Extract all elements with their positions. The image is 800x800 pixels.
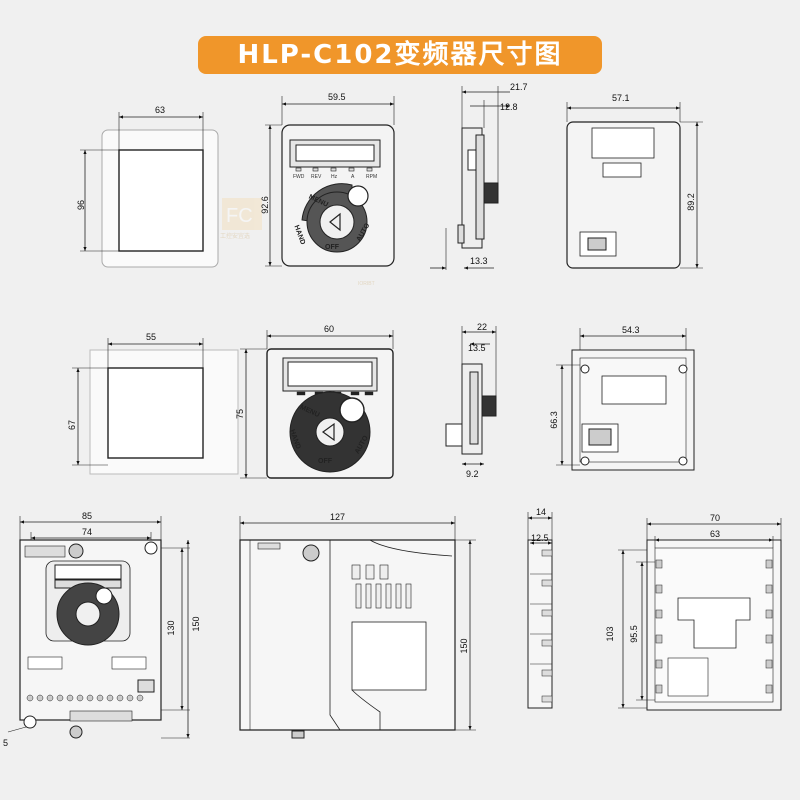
dim-label: 95.5	[629, 625, 639, 643]
svg-text:工控安宜选: 工控安宜选	[220, 232, 250, 240]
dim-label: 96	[76, 200, 86, 210]
r3-inverter-front	[7, 516, 190, 739]
dim-label: 12.5	[531, 533, 549, 543]
dim-label: 12.8	[500, 102, 518, 112]
svg-text:OFF: OFF	[318, 458, 333, 465]
dim-label: 150	[459, 638, 469, 653]
dim-label: 57.1	[612, 93, 630, 103]
dim-label: 66.3	[549, 411, 559, 429]
svg-text:OFF: OFF	[325, 244, 340, 251]
r1-keypad-side	[430, 86, 510, 270]
dim-label: 63	[710, 529, 720, 539]
r2-keypad-side	[445, 326, 497, 466]
r2-panel-cutout	[72, 338, 239, 475]
r2-keypad-back	[556, 328, 695, 471]
r1-panel-cutout	[80, 112, 219, 268]
dim-label: 21.7	[510, 82, 528, 92]
dim-label: 63	[155, 105, 165, 115]
dim-label: 150	[191, 616, 201, 631]
r3-rail-profile	[527, 512, 553, 709]
svg-text:FC: FC	[226, 205, 253, 227]
svg-text:Hz: Hz	[331, 174, 338, 180]
r1-keypad-back	[566, 102, 703, 269]
dim-label: 74	[82, 527, 92, 537]
dim-label: 85	[82, 511, 92, 521]
dim-label: 127	[330, 512, 345, 522]
dim-label: 13.5	[468, 343, 486, 353]
svg-text:A: A	[351, 174, 355, 180]
dim-label: 92.6	[260, 196, 270, 214]
dim-label: 22	[477, 322, 487, 332]
dim-label: 60	[324, 324, 334, 334]
dim-label: 14	[536, 507, 546, 517]
r3-inverter-back	[618, 518, 782, 711]
dim-label: 103	[605, 626, 615, 641]
dim-label: 75	[235, 409, 245, 419]
dim-label: 89.2	[686, 193, 696, 211]
dim-label: 9.2	[466, 469, 479, 479]
r3-inverter-side	[239, 516, 476, 739]
dim-label: 70	[710, 513, 720, 523]
dim-label: 13.3	[470, 256, 488, 266]
page-title: HLP-C102变频器尺寸图	[198, 36, 602, 74]
dim-label: 130	[166, 620, 176, 635]
dim-label: 5	[3, 738, 8, 748]
dim-label: 54.3	[622, 325, 640, 335]
svg-text:FWD: FWD	[293, 174, 305, 180]
svg-text:IORIBT: IORIBT	[358, 281, 375, 287]
svg-text:REV: REV	[311, 174, 322, 180]
svg-text:RPM: RPM	[366, 174, 377, 180]
dim-label: 59.5	[328, 92, 346, 102]
dim-label: 55	[146, 332, 156, 342]
watermark-logo: FC 工控安宜选 IORIBT	[220, 198, 375, 287]
dim-label: 67	[67, 420, 77, 430]
r2-keypad-front	[240, 330, 394, 479]
r1-keypad-front	[265, 96, 395, 267]
